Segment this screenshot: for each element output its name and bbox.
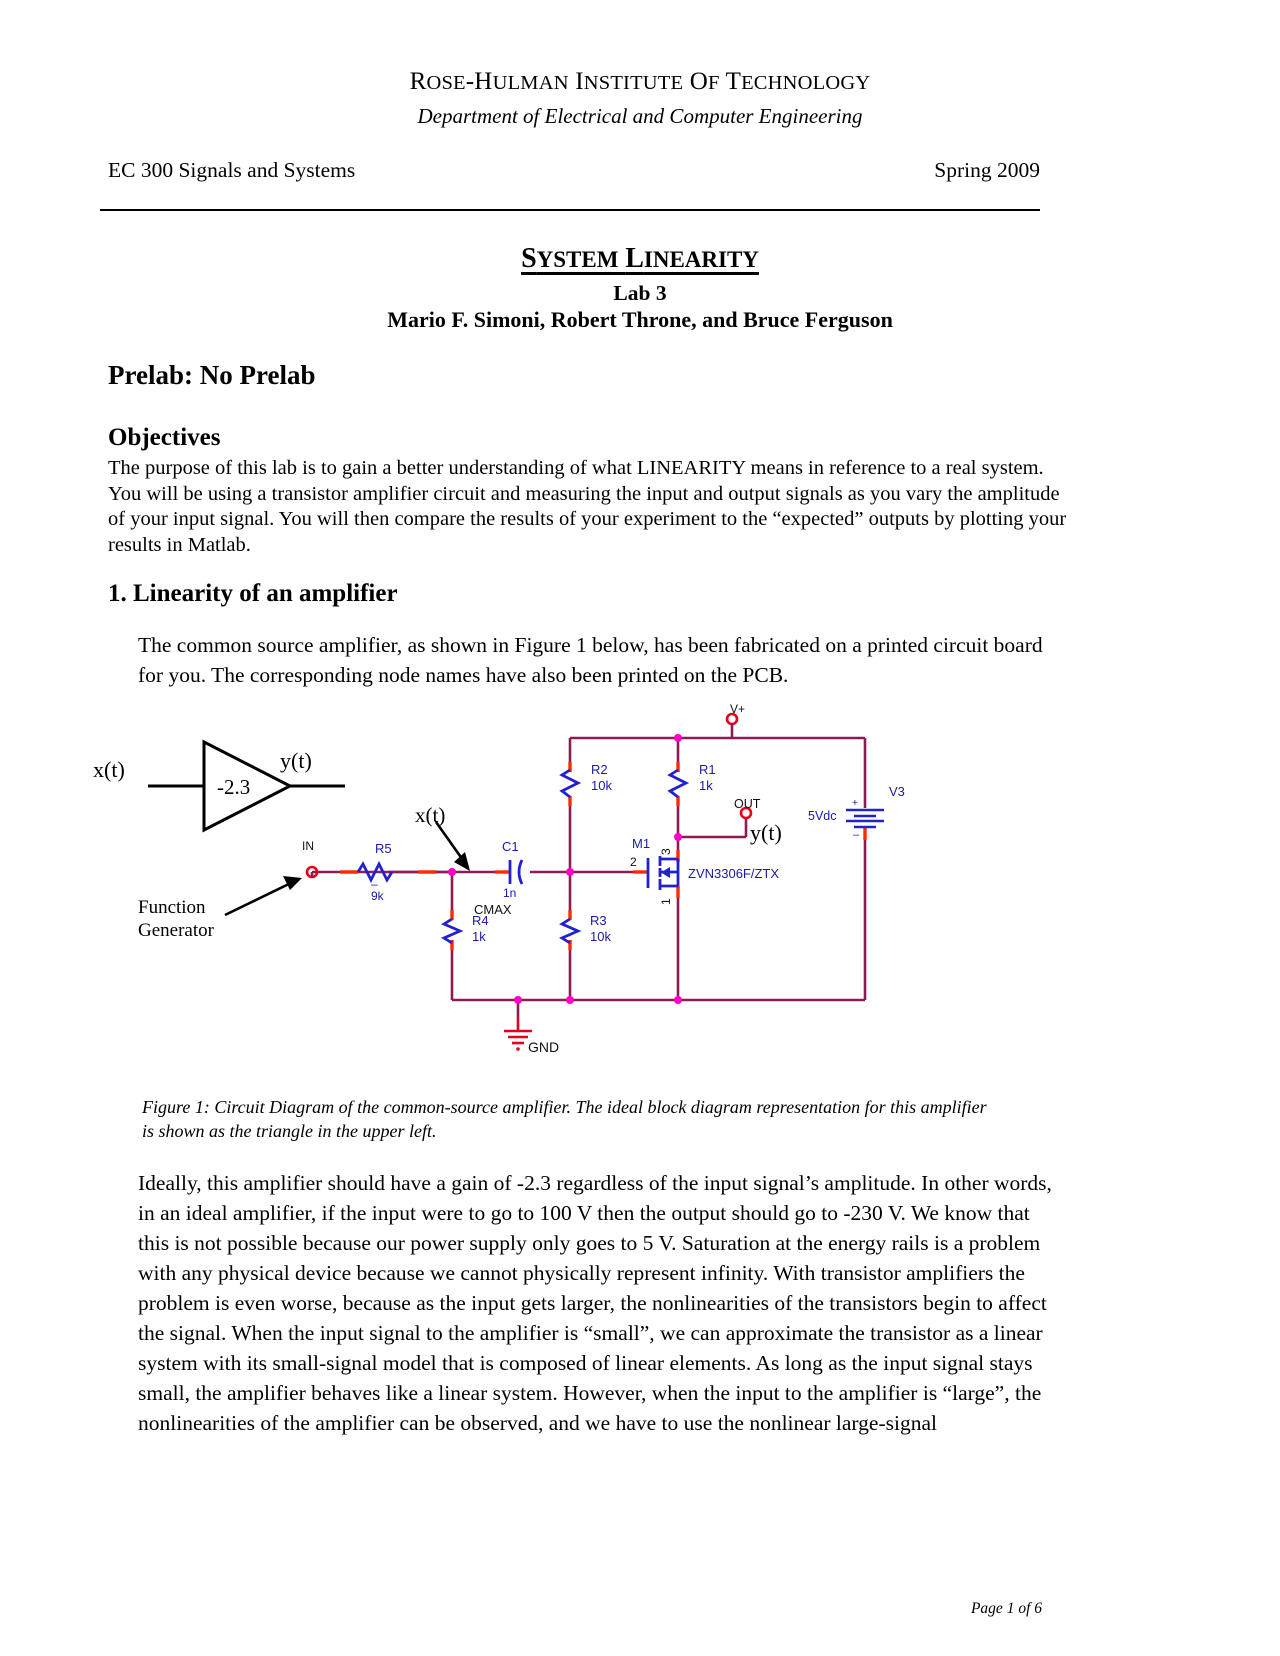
cmax-label: CMAX <box>474 902 512 917</box>
node-in-label: IN <box>302 839 314 853</box>
ground-symbol <box>504 1018 532 1045</box>
section-1-heading: 1. Linearity of an amplifier <box>108 580 398 607</box>
resistor-r1 <box>667 768 690 799</box>
component-r1-value: 1k <box>699 778 713 793</box>
figure-1-circuit-diagram: + – <box>40 700 980 1090</box>
component-r2-value: 10k <box>591 778 612 793</box>
component-r5-ref: R5 <box>375 841 392 856</box>
battery-plus-sign: + <box>852 798 858 809</box>
component-r1-ref: R1 <box>699 762 716 777</box>
mosfet-pin-drain: 3 <box>659 848 673 855</box>
page-footer: Page 1 of 6 <box>970 1600 1042 1617</box>
component-m1-value: ZVN3306F/ZTX <box>688 866 779 881</box>
institution-title: ROSE-HULMAN INSTITUTE OF TECHNOLOGY <box>0 68 1280 96</box>
objectives-heading: Objectives <box>108 424 221 451</box>
page-title-text: SYSTEM LINEARITY <box>521 243 759 274</box>
term-label: Spring 2009 <box>934 158 1040 182</box>
resistor-r5 <box>356 860 394 884</box>
ground-dot <box>516 1047 520 1051</box>
section-1-paragraph: The common source amplifier, as shown in… <box>138 633 1043 687</box>
component-v3-value: 5Vdc <box>808 809 837 823</box>
signal-yt-label: y(t) <box>750 820 782 845</box>
signal-xt-label: x(t) <box>415 803 445 827</box>
component-r3-ref: R3 <box>590 913 607 928</box>
header-divider <box>100 209 1040 211</box>
node-out-label: OUT <box>734 797 761 811</box>
department-subtitle: Department of Electrical and Computer En… <box>417 104 863 128</box>
port-out-circle <box>739 806 753 820</box>
mosfet-pin-source: 1 <box>659 898 673 905</box>
component-r5-dash: – <box>371 877 378 891</box>
function-generator-label-line2: Generator <box>138 920 215 941</box>
schematic-wires <box>312 736 867 1018</box>
component-r3-value: 10k <box>590 929 611 944</box>
component-c1-ref: C1 <box>502 839 519 854</box>
mosfet-pin-gate: 2 <box>630 855 637 869</box>
mosfet-m1 <box>646 856 680 890</box>
capacitor-c1 <box>508 859 524 885</box>
component-c1-value: 1n <box>503 886 516 900</box>
resistor-r3 <box>559 917 582 945</box>
body-paragraph: Ideally, this amplifier should have a ga… <box>138 1171 1052 1435</box>
node-gnd-label: GND <box>528 1039 559 1055</box>
figure-caption: Figure 1: Circuit Diagram of the common-… <box>142 1097 987 1141</box>
resistor-r4 <box>441 917 464 945</box>
pin-stubs <box>340 762 867 950</box>
battery-v3 <box>846 808 884 829</box>
authors: Mario F. Simoni, Robert Throne, and Bruc… <box>387 307 893 332</box>
objectives-paragraph: The purpose of this lab is to gain a bet… <box>108 457 1067 556</box>
page-title: SYSTEM LINEARITY <box>0 243 1280 275</box>
component-v3-ref: V3 <box>889 784 905 799</box>
component-r4-ref: R4 <box>472 913 489 928</box>
node-vplus-label: V+ <box>730 702 745 716</box>
junction-dots <box>448 734 682 1004</box>
component-r5-value: 9k <box>371 889 385 903</box>
resistor-r2 <box>559 768 582 799</box>
block-output-label: y(t) <box>280 748 312 773</box>
block-gain-label: -2.3 <box>217 775 250 799</box>
prelab-heading: Prelab: No Prelab <box>108 360 316 390</box>
block-input-label: x(t) <box>93 757 125 782</box>
lab-number: Lab 3 <box>613 281 667 305</box>
component-r4-value: 1k <box>472 929 486 944</box>
component-r2-ref: R2 <box>591 762 608 777</box>
battery-minus-sign: – <box>853 829 860 841</box>
component-m1-ref: M1 <box>632 836 650 851</box>
course-label: EC 300 Signals and Systems <box>108 158 356 182</box>
annotation-arrows <box>224 821 470 917</box>
institution-title-text: ROSE-HULMAN INSTITUTE OF TECHNOLOGY <box>409 68 871 95</box>
function-generator-label-line1: Function <box>138 897 206 918</box>
ideal-block-diagram <box>148 739 345 833</box>
